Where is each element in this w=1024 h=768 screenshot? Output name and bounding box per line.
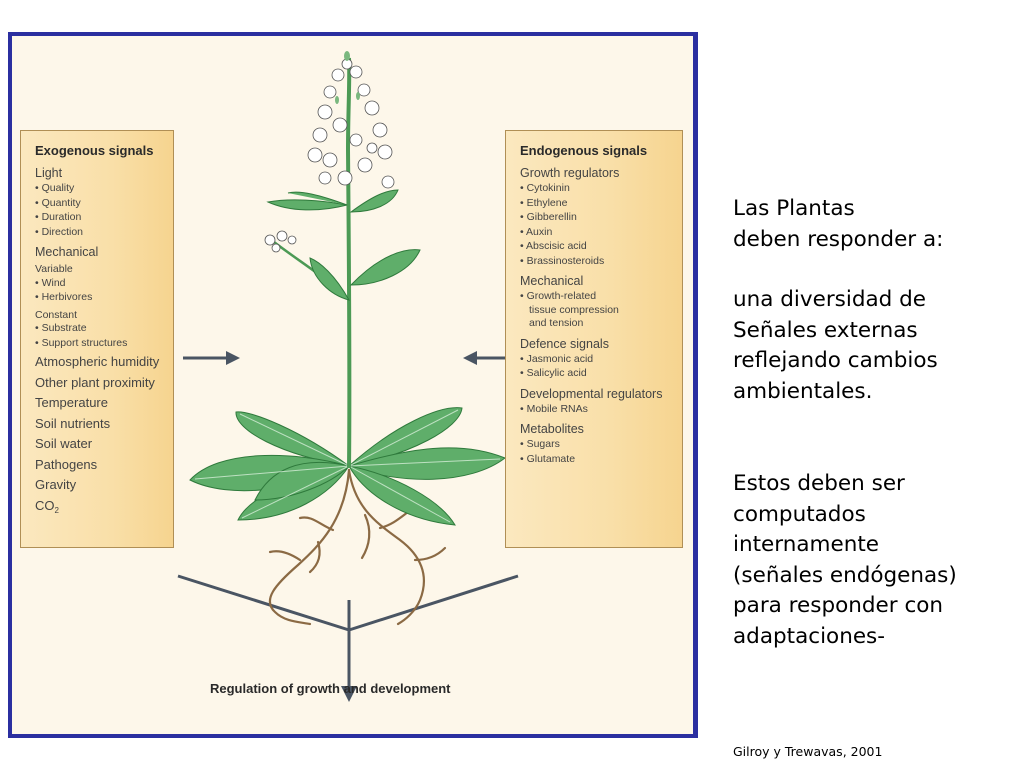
down-arrowhead <box>341 686 357 702</box>
text-line: (señales endógenas) <box>733 562 957 588</box>
constant-item: Support structures <box>35 336 173 351</box>
mechanical-item-line: Growth-related <box>520 289 682 304</box>
growth-item: Cytokinin <box>520 181 682 196</box>
developmental-label: Developmental regulators <box>520 386 663 401</box>
variable-item: Wind <box>35 276 173 291</box>
text-line: reflejando cambios <box>733 348 938 373</box>
variable-item: Herbivores <box>35 290 173 305</box>
growth-item: Ethylene <box>520 196 682 211</box>
text-line: internamente <box>733 532 879 557</box>
signal-item: Atmospheric humidity <box>35 354 160 369</box>
text-line: adaptaciones- <box>733 623 886 649</box>
text-line: Estos deben ser <box>733 471 905 496</box>
signal-item: Soil water <box>35 436 93 451</box>
variable-label: Variable <box>35 263 73 275</box>
text-line: ambientales. <box>733 378 873 404</box>
co2-item: CO2 <box>35 496 173 522</box>
mechanical-item-line: tissue compression <box>529 303 619 316</box>
flower-cluster <box>264 51 395 253</box>
growth-item: Auxin <box>520 225 682 240</box>
light-item: Duration <box>35 210 173 225</box>
signal-item: Temperature <box>35 395 108 410</box>
growth-item: Gibberellin <box>520 210 682 225</box>
mechanical-label: Mechanical <box>520 274 584 288</box>
light-item: Quantity <box>35 196 173 211</box>
exogenous-signals-panel: Exogenous signals Light Quality Quantity… <box>20 130 174 548</box>
text-line: una diversidad de <box>733 287 927 312</box>
light-label: Light <box>35 166 63 180</box>
constant-label: Constant <box>35 308 78 321</box>
growth-item: Abscisic acid <box>520 239 682 254</box>
defence-item: Salicylic acid <box>520 366 682 381</box>
roots <box>268 468 447 626</box>
text-line: Señales externas <box>733 317 918 343</box>
metabolite-item: Sugars <box>520 437 682 452</box>
signal-item: Soil nutrients <box>35 415 111 431</box>
defence-item: Jasmonic acid <box>520 352 682 367</box>
endogenous-title: Endogenous signals <box>520 143 648 158</box>
diagram-caption: Regulation of growth and development <box>210 681 451 696</box>
external-signals-paragraph: una diversidad de Señales externas refle… <box>733 285 938 407</box>
endogenous-signals-panel: Endogenous signals Growth regulators Cyt… <box>505 130 683 548</box>
metabolites-label: Metabolites <box>520 422 584 436</box>
signal-item: Gravity <box>35 477 77 492</box>
mechanical-item-line: and tension <box>529 316 584 329</box>
growth-regulators-label: Growth regulators <box>520 166 620 180</box>
metabolite-item: Glutamate <box>520 452 682 467</box>
text-line: Las Plantas <box>733 196 855 221</box>
growth-item: Brassinosteroids <box>520 254 682 269</box>
right-converge-line <box>348 574 519 632</box>
stem-leaves <box>266 189 421 301</box>
leaf-veins <box>194 409 501 523</box>
intro-paragraph: Las Plantas deben responder a: <box>733 194 943 255</box>
exogenous-title: Exogenous signals <box>35 143 154 158</box>
text-line: deben responder a: <box>733 226 944 252</box>
developmental-item: Mobile RNAs <box>520 402 682 417</box>
light-item: Direction <box>35 225 173 240</box>
co2-subscript: 2 <box>54 505 59 515</box>
main-stem <box>345 57 352 469</box>
left-input-arrow <box>183 351 240 365</box>
text-line: computados <box>733 501 866 527</box>
defence-label: Defence signals <box>520 336 609 351</box>
light-item: Quality <box>35 181 173 196</box>
text-line: para responder con <box>733 593 944 618</box>
signal-item: Pathogens <box>35 456 98 472</box>
signal-item: Other plant proximity <box>35 374 155 390</box>
left-converge-line <box>177 574 350 632</box>
internal-signals-paragraph: Estos deben ser computados internamente … <box>733 469 957 652</box>
mechanical-label: Mechanical <box>35 245 99 259</box>
co2-base: CO <box>35 497 55 513</box>
constant-item: Substrate <box>35 321 173 336</box>
citation: Gilroy y Trewavas, 2001 <box>733 744 883 759</box>
